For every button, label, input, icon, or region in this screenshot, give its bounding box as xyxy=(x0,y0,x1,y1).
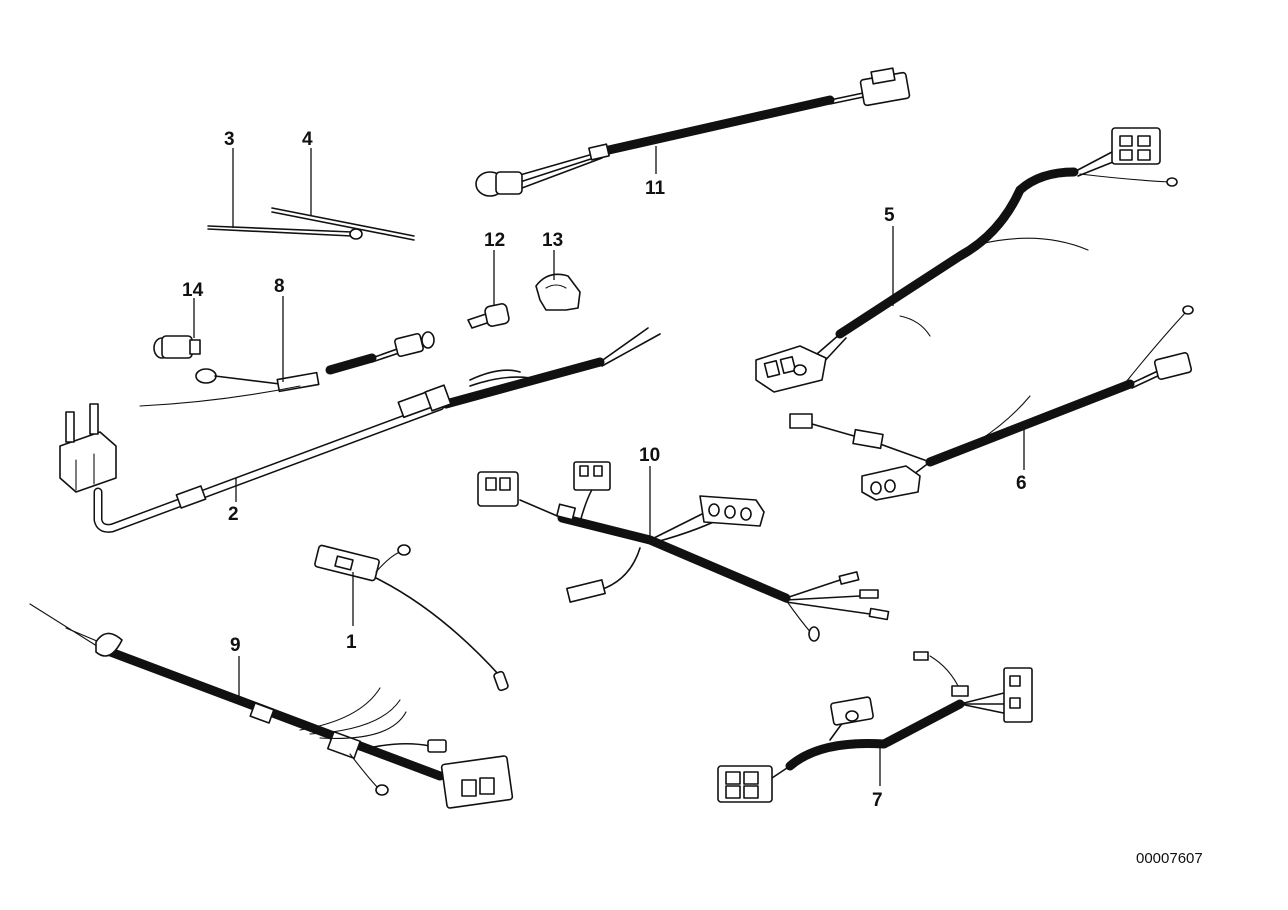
callout-4: 4 xyxy=(302,129,313,150)
part-12-bulb xyxy=(467,303,510,329)
callout-9: 9 xyxy=(230,635,241,656)
part-6-harness xyxy=(789,305,1194,501)
part-10-harness xyxy=(477,461,890,642)
part-1-lead xyxy=(314,544,509,692)
callout-3: 3 xyxy=(224,129,235,150)
callout-5: 5 xyxy=(884,205,895,226)
part-11-harness xyxy=(475,67,911,197)
callout-6: 6 xyxy=(1016,473,1027,494)
callout-14: 14 xyxy=(182,280,204,301)
part-7-harness xyxy=(717,651,1033,803)
callout-2: 2 xyxy=(228,504,239,525)
callout-1: 1 xyxy=(346,632,357,653)
callout-10: 10 xyxy=(639,445,660,466)
part-8-ground-lead xyxy=(139,331,435,407)
callout-13: 13 xyxy=(542,230,563,251)
callout-7: 7 xyxy=(872,790,883,811)
part-14-socket xyxy=(153,335,201,359)
callout-12: 12 xyxy=(484,230,505,251)
part-3-cable-tie xyxy=(207,225,363,240)
part-13-bulb-socket xyxy=(535,273,581,311)
callout-11: 11 xyxy=(645,178,666,199)
part-4-cable-strap xyxy=(271,207,415,241)
part-5-harness xyxy=(755,127,1178,393)
part-9-harness xyxy=(29,603,514,809)
reference-number: 00007607 xyxy=(1136,850,1203,867)
part-2-harness xyxy=(59,327,661,533)
callout-8: 8 xyxy=(274,276,285,297)
